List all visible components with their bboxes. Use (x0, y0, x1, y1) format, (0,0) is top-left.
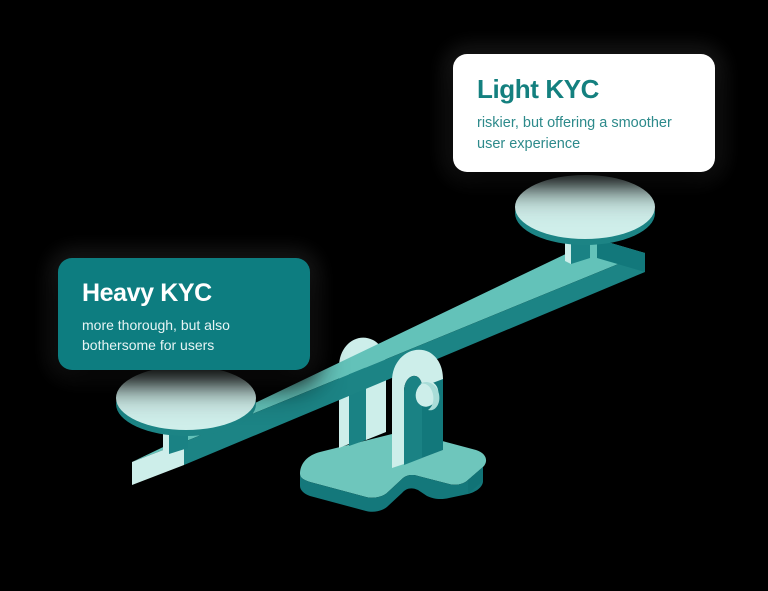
plate-right-surface (515, 175, 655, 239)
card-heavy-kyc-title: Heavy KYC (82, 279, 212, 307)
plate-left-surface (116, 366, 256, 430)
card-heavy-kyc-body: more thorough, but also bothersome for u… (82, 317, 230, 354)
card-light-kyc-body: riskier, but offering a smoother user ex… (477, 115, 672, 152)
pivot-bolt-shadow (420, 382, 440, 411)
base-left-side (300, 467, 483, 512)
fulcrum-front-arch (392, 349, 443, 468)
plate-left-heavy (116, 366, 256, 454)
base-right-foot-side (468, 467, 483, 494)
beam-right-tip (597, 239, 645, 272)
card-heavy-kyc[interactable]: Heavy KYC more thorough, but also bother… (58, 258, 310, 370)
plate-right-light (515, 175, 655, 264)
card-light-kyc-title: Light KYC (477, 74, 600, 104)
beam-top-face (132, 239, 645, 462)
card-light-kyc[interactable]: Light KYC riskier, but offering a smooth… (453, 54, 715, 172)
